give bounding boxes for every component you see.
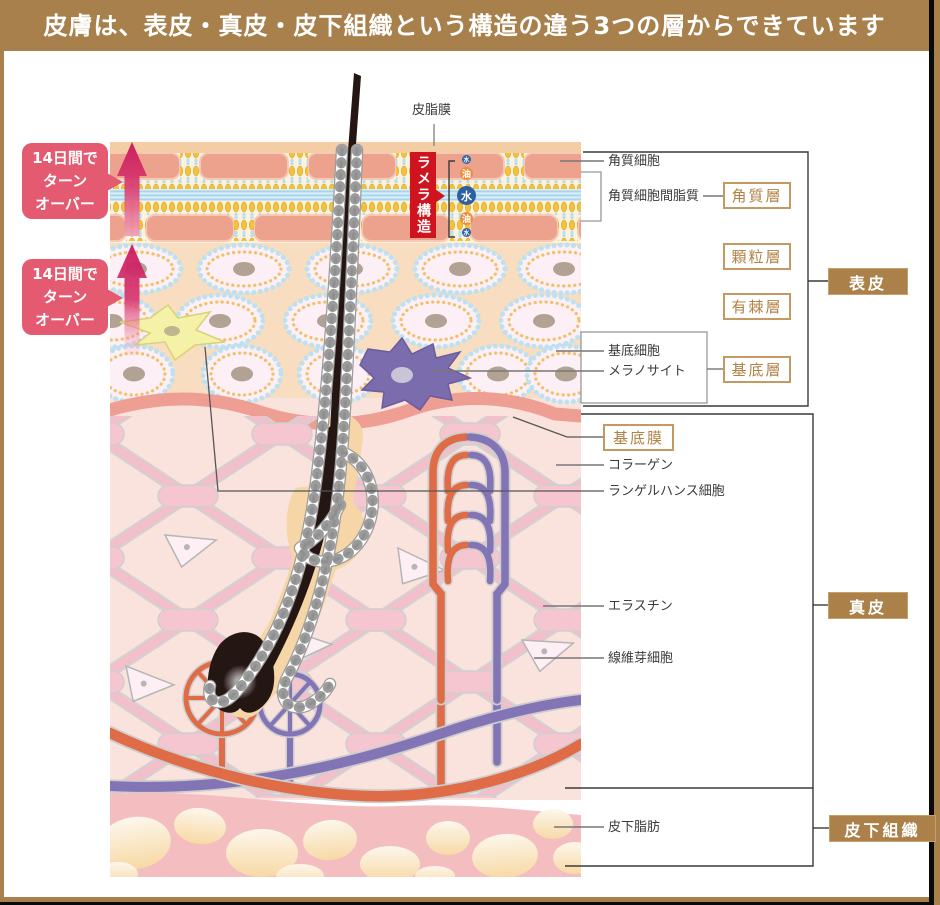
water-dot: 水 xyxy=(462,228,471,237)
box-subcutaneous-tissue: 皮下組織 xyxy=(829,815,936,842)
label-fibroblast: 線維芽細胞 xyxy=(608,651,674,666)
page-title: 皮膚は、表皮・真皮・皮下組織という構造の違う3つの層からできています xyxy=(0,0,929,51)
box-spinous-layer: 有棘層 xyxy=(723,293,791,320)
box-basal-layer: 基底層 xyxy=(723,356,791,383)
label-corneocyte: 角質細胞 xyxy=(608,154,661,169)
label-langerhans-cell: ランゲルハンス細胞 xyxy=(608,484,725,499)
hair-follicle xyxy=(208,73,373,718)
bubble-line: 14日間で xyxy=(32,149,98,167)
leader-lines xyxy=(204,124,829,867)
turnover-bubble-1: 14日間で ターン オーバー xyxy=(22,143,123,219)
box-epidermis: 表皮 xyxy=(828,268,908,295)
water-dot-large: 水 xyxy=(457,186,476,205)
label-melanocyte: メラノサイト xyxy=(608,364,686,379)
left-border xyxy=(0,51,4,902)
label-sebum-film: 皮脂膜 xyxy=(412,103,452,118)
box-dermis: 真皮 xyxy=(828,592,908,619)
water-dot: 水 xyxy=(462,155,471,164)
box-basement-membrane: 基底膜 xyxy=(603,424,674,451)
turnover-arrows xyxy=(117,142,147,356)
box-granular-layer: 顆粒層 xyxy=(723,243,791,270)
label-collagen: コラーゲン xyxy=(608,458,674,473)
melanocyte-shape xyxy=(359,336,473,412)
bottom-border xyxy=(0,897,934,902)
box-stratum-corneum: 角質層 xyxy=(723,182,791,209)
label-subcutaneous-fat: 皮下脂肪 xyxy=(608,820,661,835)
bubble-line: オーバー xyxy=(35,311,95,329)
label-basal-cell: 基底細胞 xyxy=(608,344,661,359)
bubble-line: ターン xyxy=(42,172,88,190)
oil-dot: 油 xyxy=(460,167,473,180)
bubble-line: オーバー xyxy=(35,195,95,213)
right-black-strip xyxy=(929,0,934,905)
bubble-line: 14日間で xyxy=(32,265,98,283)
right-brown-strip xyxy=(934,0,940,905)
turnover-bubble-2: 14日間で ターン オーバー xyxy=(22,259,123,335)
lamella-structure-label: ラメラ構造 xyxy=(410,152,445,238)
label-intercellular-lipid: 角質細胞間脂質 xyxy=(608,189,700,204)
bubble-line: ターン xyxy=(42,288,88,306)
subcutaneous-layer xyxy=(110,792,581,877)
blood-vessels xyxy=(110,700,581,796)
label-elastin: エラスチン xyxy=(608,599,673,614)
bottom-black-strip xyxy=(0,902,940,905)
oil-dot: 油 xyxy=(460,212,473,225)
